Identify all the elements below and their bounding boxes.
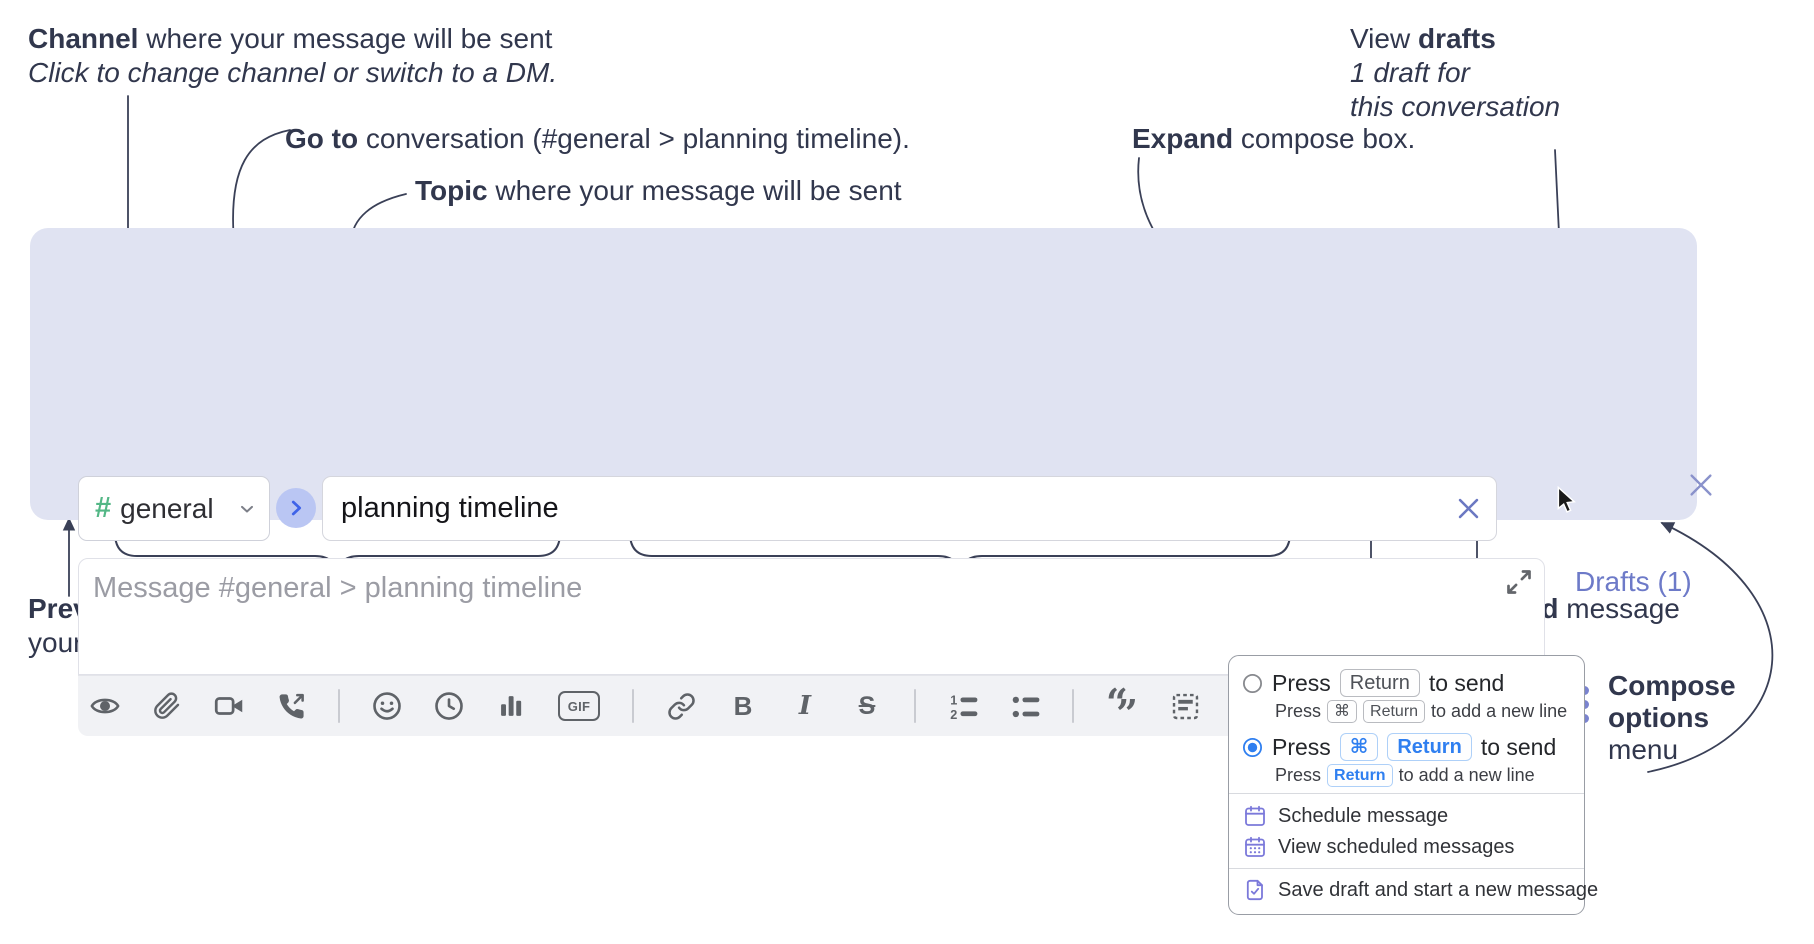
numbered-list-icon[interactable]: 1 2 [948,691,978,721]
option-return-subtext: Press ⌘ Return to add a new line [1275,700,1568,723]
link-icon[interactable] [666,691,696,721]
calendar-icon [1245,805,1265,826]
toolbar-divider [914,689,916,723]
channel-selector[interactable]: # general [78,476,270,541]
compose-toolbar: GIF B I S 1 2 [78,675,1432,736]
topic-input-box [322,476,1497,541]
emoji-icon[interactable] [372,691,402,721]
drafts-link[interactable]: Drafts (1) [1575,566,1692,597]
topic-input[interactable] [341,492,1455,525]
view-drafts-annotation: View drafts 1 draft for this conversatio… [1350,23,1561,122]
popup-divider [1229,868,1584,869]
quote-icon[interactable]: “ ” [1106,680,1138,736]
add-video-call-icon[interactable] [214,691,244,721]
calendar-grid-icon [1245,836,1265,857]
return-keycap: Return [1363,700,1426,723]
compose-options-popup: Press Return to send Press ⌘ Return to a… [1228,655,1598,915]
svg-text:2: 2 [950,708,957,721]
menu-item-schedule-message[interactable]: Schedule message [1243,804,1448,828]
option-cmd-return-subtext: Press Return to add a new line [1275,764,1535,787]
svg-text:1: 1 [950,693,957,707]
channel-hash-icon: # [95,492,112,524]
save-draft-icon [1246,879,1263,901]
goto-arrow [226,129,291,244]
bold-icon[interactable]: B [733,690,753,721]
bulleted-list-icon[interactable] [1010,691,1040,721]
return-keycap: Return [1387,733,1472,761]
menu-item-save-draft[interactable]: Save draft and start a new message [1243,878,1598,902]
expand-annotation: Expand compose box. [1132,123,1416,154]
preview-message-icon[interactable] [90,691,120,721]
message-input-box [78,558,1545,675]
radio-selected-icon [1242,737,1263,757]
chevron-down-icon [241,505,253,512]
cmd-keycap: ⌘ [1339,733,1379,761]
add-poll-icon[interactable] [496,691,526,721]
goto-annotation: Go to conversation (#general > planning … [285,123,910,154]
strikethrough-icon[interactable]: S [858,691,876,720]
add-gif-icon[interactable]: GIF [558,691,600,721]
expand-compose-icon[interactable] [1505,568,1533,596]
add-voice-call-icon[interactable] [276,691,306,721]
channel-annotation: Channel where your message will be sent … [28,23,558,88]
return-keycap: Return [1339,669,1420,697]
go-to-conversation-button[interactable] [276,488,316,528]
toolbar-divider [1072,689,1074,723]
option-return-to-send[interactable]: Press Return to send [1242,669,1504,697]
toolbar-divider [338,689,340,723]
option-cmd-return-to-send[interactable]: Press ⌘ Return to send [1242,733,1556,761]
compose-options-annotation: Compose options menu [1608,670,1736,765]
toolbar-divider [632,689,634,723]
attach-file-icon[interactable] [152,691,182,721]
message-input[interactable] [79,559,1459,674]
return-keycap: Return [1327,764,1393,787]
topic-annotation: Topic where your message will be sent [415,175,902,206]
cmd-keycap: ⌘ [1327,700,1358,723]
menu-item-view-scheduled-messages[interactable]: View scheduled messages [1243,835,1514,859]
popup-divider [1229,793,1584,794]
spoiler-icon[interactable] [1170,691,1200,721]
channel-name: general [120,492,214,524]
italic-icon[interactable]: I [798,691,812,721]
compose-box: # general [30,228,1712,736]
clear-topic-icon[interactable] [1455,495,1482,522]
add-global-time-icon[interactable] [434,691,464,721]
chevron-right-icon [291,500,302,516]
mouse-cursor [1557,486,1576,513]
radio-unselected-icon [1242,673,1263,693]
close-compose-icon[interactable] [1686,470,1716,500]
